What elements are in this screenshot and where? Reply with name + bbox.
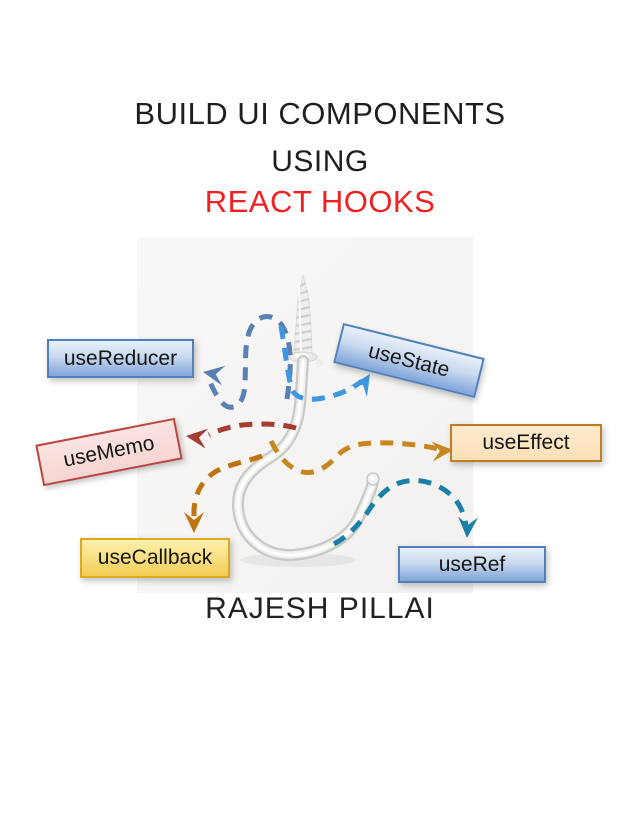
hook-body (231, 355, 380, 561)
screw-thread (293, 274, 313, 354)
node-usememo-label: useMemo (61, 431, 157, 472)
usereducer-arrowhead (203, 365, 226, 386)
title-line-2: USING (271, 145, 369, 178)
author-name: RAJESH PILLAI (205, 592, 435, 625)
node-useref: useRef (398, 546, 546, 583)
usecallback-arrowhead (184, 512, 204, 533)
usestate-arrowhead (350, 374, 370, 398)
node-usereducer: useReducer (47, 339, 194, 378)
useref-arrowhead (458, 516, 479, 538)
title-line-1: BUILD UI COMPONENTS (134, 96, 506, 131)
node-usecallback: useCallback (80, 538, 230, 578)
useref-arrow-path (332, 478, 469, 547)
node-usereducer-label: useReducer (63, 346, 178, 370)
useeffect-arrowhead (431, 441, 453, 462)
usememo-arrow-path (207, 421, 297, 438)
node-usecallback-label: useCallback (97, 546, 213, 569)
usememo-arrowhead (186, 428, 209, 449)
title-line-3: REACT HOOKS (204, 184, 436, 219)
useeffect-arrow-path (268, 439, 445, 475)
node-useeffect-label: useEffect (482, 431, 570, 454)
usestate-arrow-path (278, 325, 364, 402)
usecallback-arrow-path (191, 453, 263, 521)
node-useeffect: useEffect (450, 424, 602, 462)
node-useref-label: useRef (438, 552, 506, 576)
usereducer-arrow-path (205, 314, 293, 410)
